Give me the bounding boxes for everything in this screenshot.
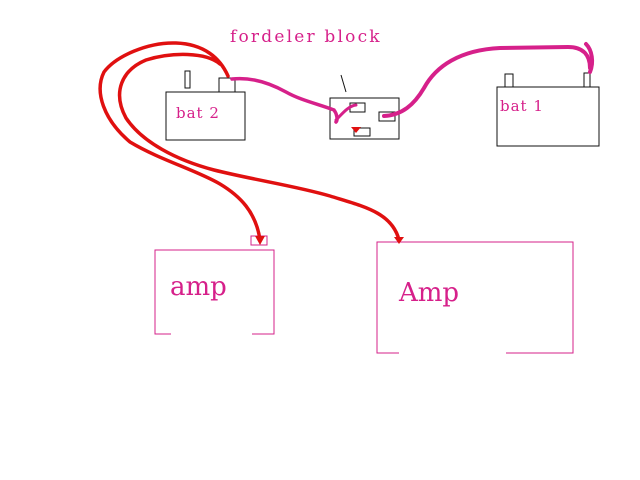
block-terminal-3 bbox=[353, 127, 371, 137]
battery-2-label: bat 2 bbox=[176, 104, 220, 122]
battery-1-label: bat 1 bbox=[500, 97, 544, 115]
battery-1-body bbox=[496, 86, 600, 147]
amp-small-label: amp bbox=[170, 272, 227, 302]
battery-2-terminal-right bbox=[218, 77, 236, 93]
wire-block-to-bat1 bbox=[382, 44, 592, 118]
wire-bat2-to-amp-small bbox=[98, 41, 262, 242]
wire-bat2-to-block bbox=[230, 76, 339, 124]
amp-large-outline bbox=[376, 241, 574, 354]
battery-1 bbox=[496, 72, 600, 147]
distribution-block bbox=[329, 74, 400, 140]
amp-small-outline bbox=[154, 249, 275, 335]
block-pointer-line bbox=[340, 74, 347, 93]
wire-bat1-end bbox=[584, 42, 595, 74]
battery-2-body bbox=[165, 91, 246, 141]
block-terminal-2 bbox=[378, 111, 396, 122]
battery-2-terminal-left bbox=[184, 70, 191, 89]
block-wire-end bbox=[351, 127, 361, 133]
distribution-block-label: fordeler block bbox=[230, 27, 382, 47]
distribution-block-body bbox=[329, 97, 400, 140]
amp-large-label: Amp bbox=[399, 278, 460, 308]
battery-2 bbox=[165, 70, 246, 141]
wire-block-jumper bbox=[334, 103, 358, 122]
battery-1-terminal-left bbox=[504, 73, 514, 88]
arrow-to-amp-large bbox=[394, 237, 404, 244]
wire-bat2-to-amp-large bbox=[117, 52, 401, 242]
battery-1-terminal-right bbox=[583, 72, 591, 88]
arrow-to-amp-small bbox=[255, 236, 265, 245]
